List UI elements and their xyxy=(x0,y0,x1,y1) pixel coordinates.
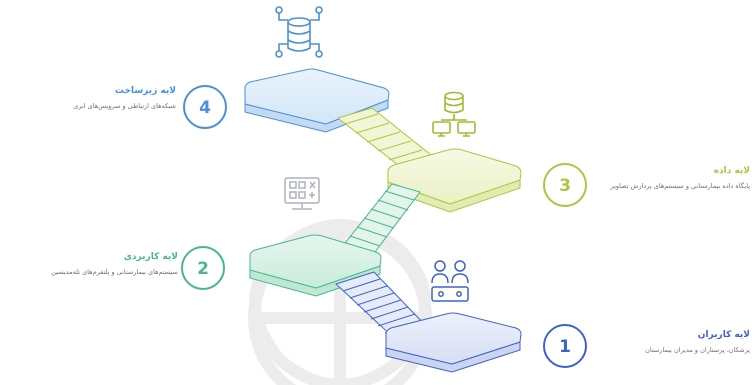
badge-number-2: 2 xyxy=(197,259,209,279)
layer-2-description: سیستم‌های بیمارستانی و پلتفرم‌های تله‌مد… xyxy=(51,268,178,276)
layer-3-description: پایگاه داده بیمارستانی و سیستم‌های پرداز… xyxy=(610,182,751,190)
number-badge-4: 4 xyxy=(183,85,227,129)
number-badge-2: 2 xyxy=(181,246,225,290)
layer-3-label: لایه داده پایگاه داده بیمارستانی و سیستم… xyxy=(604,166,751,191)
database-network-icon xyxy=(275,6,323,58)
users-group-icon xyxy=(431,260,469,302)
database-computers-icon xyxy=(432,91,476,137)
number-badge-3: 3 xyxy=(543,163,587,207)
layer-1-description: پزشکان، پرستاران و مدیران بیمارستان xyxy=(645,346,750,354)
monitor-apps-icon xyxy=(284,177,320,210)
badge-number-1: 1 xyxy=(559,337,571,357)
layer-1-label: لایه کاربران پزشکان، پرستاران و مدیران ب… xyxy=(604,330,750,355)
badge-number-3: 3 xyxy=(559,176,571,196)
layer-4-title: لایه زیرساخت xyxy=(114,86,176,96)
layer-4-description: شبکه‌های ارتباطی و سرویس‌های ابری xyxy=(73,102,176,110)
layer-2-label: لایه کاربردی سیستم‌های بیمارستانی و پلتف… xyxy=(8,252,178,277)
platform-layer-4 xyxy=(244,68,390,133)
layer-2-title: لایه کاربردی xyxy=(123,252,178,262)
platform-layer-1 xyxy=(385,312,522,373)
badge-number-4: 4 xyxy=(199,98,211,118)
layer-1-title: لایه کاربران xyxy=(697,330,750,340)
platform-layer-2 xyxy=(249,234,382,297)
layer-3-title: لایه داده xyxy=(713,166,750,176)
layer-4-label: لایه زیرساخت شبکه‌های ارتباطی و سرویس‌ها… xyxy=(8,86,176,111)
number-badge-1: 1 xyxy=(543,324,587,368)
